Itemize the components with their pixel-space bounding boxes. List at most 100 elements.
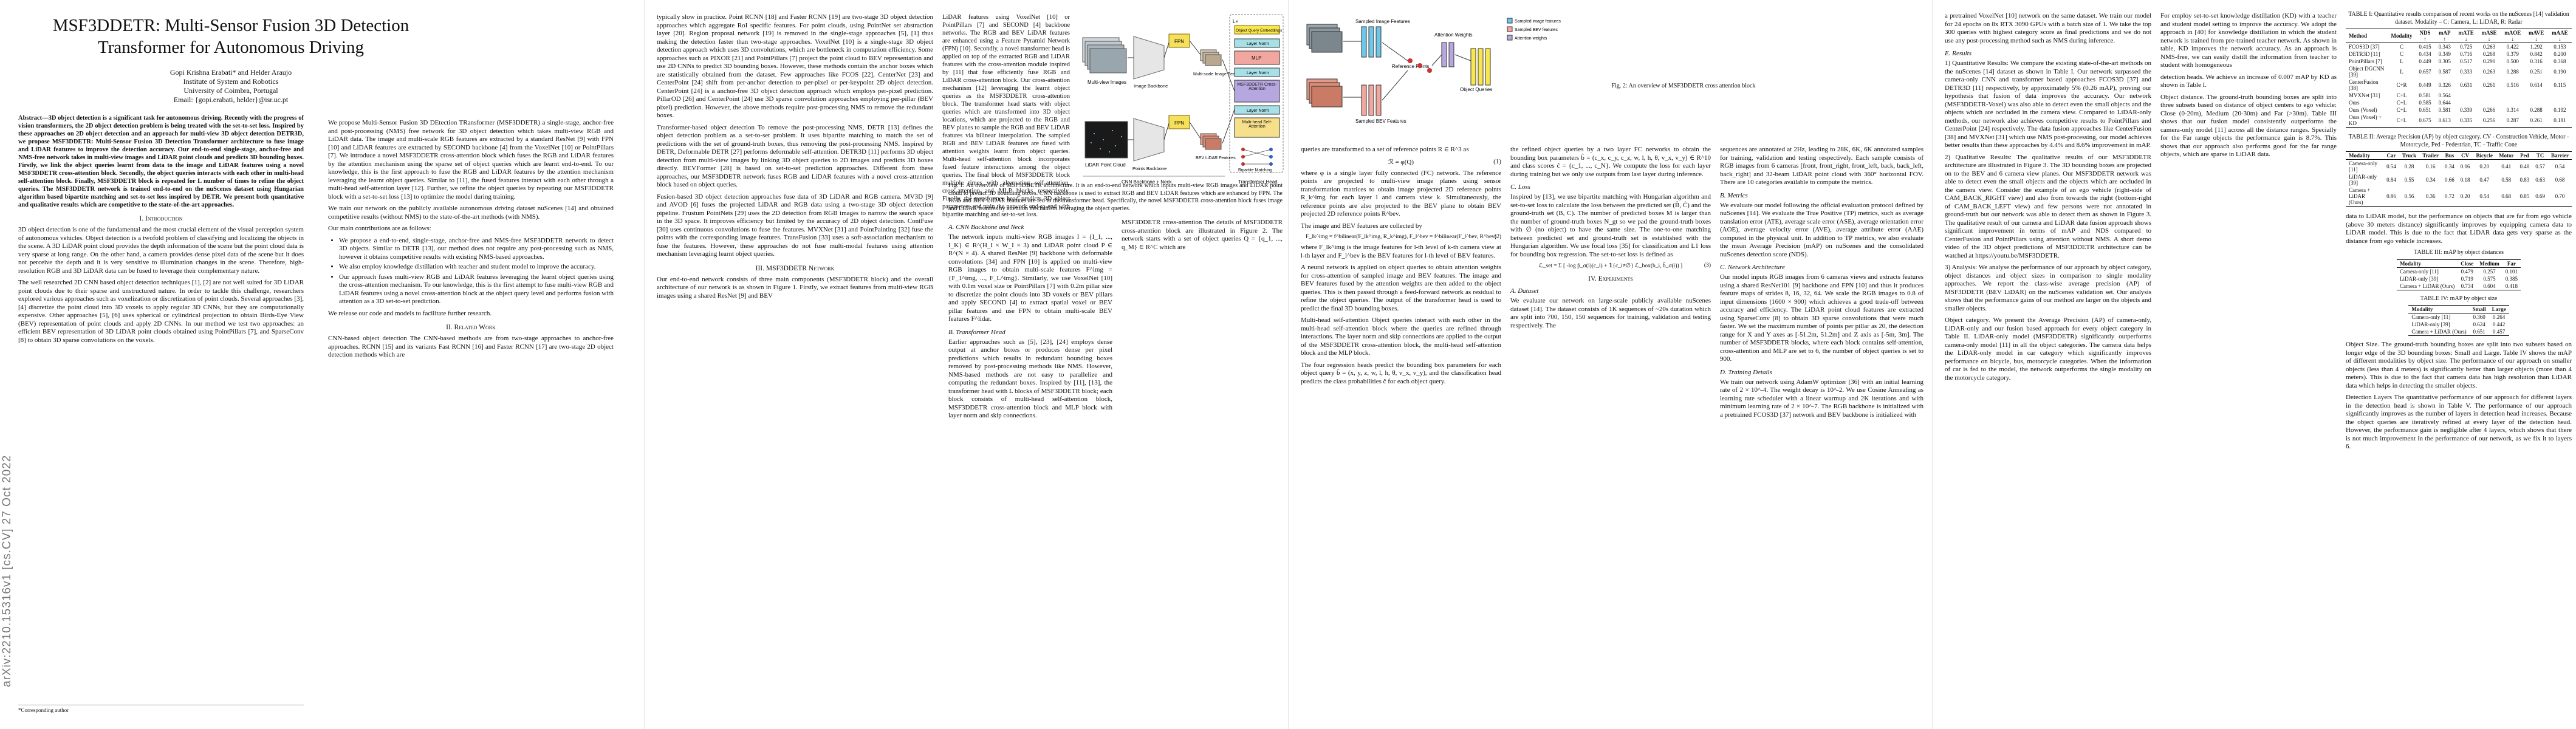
table-cell: 0.268	[2482, 51, 2496, 57]
architecture-diagram: Multi-view Images Image Backbone FPN Mul…	[1082, 14, 1284, 185]
figure-1-caption: Fig. 1: An overview of MSF3DDETR archite…	[948, 182, 1283, 212]
table-cell: 0.57	[2535, 163, 2546, 169]
netarch-heading: C. Network Architecture	[1720, 264, 1785, 271]
cross-attention-box	[1234, 80, 1280, 103]
equation-1-body: ℛ = φ(Q)	[1388, 158, 1414, 166]
cross-attention-label: MSF3DDETR Cross-Attention	[1237, 83, 1277, 91]
cnn-backbone-neck-label: CNN Backbone + Neck	[1122, 179, 1172, 185]
table-cell: 0.457	[2493, 329, 2506, 335]
multiscale-image-features	[1200, 49, 1222, 66]
lidar-label: LiDAR Point Cloud	[1085, 162, 1126, 168]
table-cell: 0.339	[2459, 107, 2473, 113]
table-cell: 0.41	[2501, 163, 2512, 169]
sampled-img-label: Sampled Image Features	[1355, 19, 1410, 24]
tf-paragraph-1: Earlier approaches such as [5], [23], [2…	[948, 338, 1112, 420]
layer-norm-label-3: Layer Norm	[1247, 109, 1269, 113]
table-cell: 0.28	[2404, 163, 2414, 169]
table4-header-cell: Modality	[2411, 306, 2433, 312]
abstract: Abstract—3D object detection is a signif…	[18, 115, 304, 208]
table-cell: 0.58	[2501, 177, 2512, 183]
table-cell: 0.368	[2554, 58, 2566, 64]
paragraph-contrib: Our main contributions are as follows:	[328, 225, 431, 232]
legend-img: Sampled image features	[1515, 19, 1561, 24]
table3-header-cell: Close	[2461, 260, 2474, 267]
layer-norm-box-3	[1234, 105, 1280, 115]
related-paragraph-3: Transformer-based object detection To re…	[657, 123, 933, 189]
multiscale-label: Multi-scale Image Features	[1193, 72, 1245, 77]
table-cell: 0.581	[2438, 107, 2451, 113]
author-block: Gopi Krishna Erabati* and Helder Araujo …	[18, 68, 444, 104]
object-size-paragraph: Object Size. The ground-truth bounding b…	[2346, 341, 2572, 389]
page-1: arXiv:2210.15316v1 [cs.CV] 27 Oct 2022 M…	[0, 0, 644, 729]
table-cell: 0.479	[2461, 268, 2473, 275]
page-3: Sampled Image Features Reference Points …	[1288, 0, 1932, 729]
table-cell: 0.604	[2483, 282, 2496, 289]
table-cell: 0.34	[2425, 177, 2436, 183]
col-right-lower-p2: MSF3DDETR cross-attention The details of…	[1122, 219, 1283, 255]
table1-header-cell: Modality	[2391, 33, 2413, 39]
col-right-p4: TABLE I: Quantitative results comparison…	[2346, 9, 2572, 455]
table-cell	[2454, 92, 2478, 99]
feature-arrows	[1128, 40, 1235, 144]
table-cell: FCOS3D [37]	[2349, 44, 2380, 50]
table-cell: Camera + LiDAR (Ours)	[2411, 329, 2467, 335]
regression-paragraph: The four regression heads predict the bo…	[1301, 361, 1501, 385]
table-2-caption: TABLE II: Average Precision (AP) by obje…	[2348, 134, 2569, 148]
table-cell: LiDAR-only [39]	[2399, 275, 2439, 282]
table-cell: Camera + LiDAR (Ours)	[2399, 282, 2455, 289]
features-paragraph: The image and BEV features are collected…	[1301, 222, 1422, 230]
table-cell: 0.516	[2506, 82, 2519, 88]
intro-heading: I. Introduction	[139, 215, 183, 222]
multiview-label: Multi-view Images	[1088, 80, 1126, 85]
table-cell: C+L	[2396, 107, 2407, 113]
table-cell: 0.192	[2554, 107, 2566, 113]
table-cell: LiDAR-only [39]	[2411, 321, 2450, 327]
table2-header-cell: Ped	[2520, 152, 2529, 159]
mhsa-box	[1234, 117, 1280, 138]
fpn-label-top: FPN	[1174, 39, 1184, 44]
table-cell: 0.263	[2482, 44, 2496, 50]
table-cell	[2548, 92, 2572, 99]
prediction-paragraph: the refined object queries by a two laye…	[1510, 146, 1711, 178]
col-left-p1: Abstract—3D object detection is a signif…	[18, 114, 304, 348]
table-cell: C	[2399, 51, 2403, 57]
page-4: a pretrained VoxelNet [10] network on th…	[1932, 0, 2576, 729]
figure-1: Multi-view Images Image Backbone FPN Mul…	[1079, 12, 1286, 334]
table-cell: 0.422	[2506, 44, 2519, 50]
kd-paragraph: For employ set-to-set knowledge distilla…	[2160, 12, 2337, 69]
paragraph-train: We train our network on the publicly ava…	[328, 205, 614, 221]
table-cell	[2501, 92, 2525, 99]
lidar-point-cloud-image	[1084, 121, 1128, 159]
table-cell: 0.256	[2482, 117, 2496, 123]
table-cell: 0.287	[2506, 117, 2519, 123]
table-cell: Ours (Voxel) + KD	[2349, 114, 2382, 126]
training-heading: D. Training Details	[1720, 368, 1772, 376]
table-cell: 0.263	[2482, 69, 2496, 75]
col-right-p1: We propose Multi-Sensor Fusion 3D DEtect…	[328, 119, 614, 363]
tf-heading: B. Transformer Head	[948, 328, 1005, 336]
table-cell: 0.54	[2386, 163, 2396, 169]
table1-header-cell: NDS ↑	[2419, 30, 2431, 42]
kd-result-paragraph: detection heads. We achieve an increase …	[2160, 73, 2337, 89]
table-cell: 0.360	[2473, 314, 2485, 320]
table-cell: 0.613	[2438, 117, 2451, 123]
related-heading: II. Related Work	[446, 324, 496, 331]
arxiv-id: arXiv:2210.15316v1 [cs.CV] 27 Oct 2022	[1, 454, 13, 687]
table1-header-cell: mAP ↑	[2439, 30, 2451, 42]
table-cell: 0.449	[2419, 58, 2431, 64]
table-cell: 0.36	[2425, 193, 2436, 199]
fpn-label-bottom: FPN	[1174, 120, 1184, 126]
mlp-label: MLP	[1252, 55, 1261, 61]
table-3-caption: TABLE III: mAP by object distances	[2414, 249, 2504, 256]
table1-header-cell: mAAE ↓	[2552, 30, 2568, 42]
metrics-heading: B. Metrics	[1720, 191, 1748, 199]
